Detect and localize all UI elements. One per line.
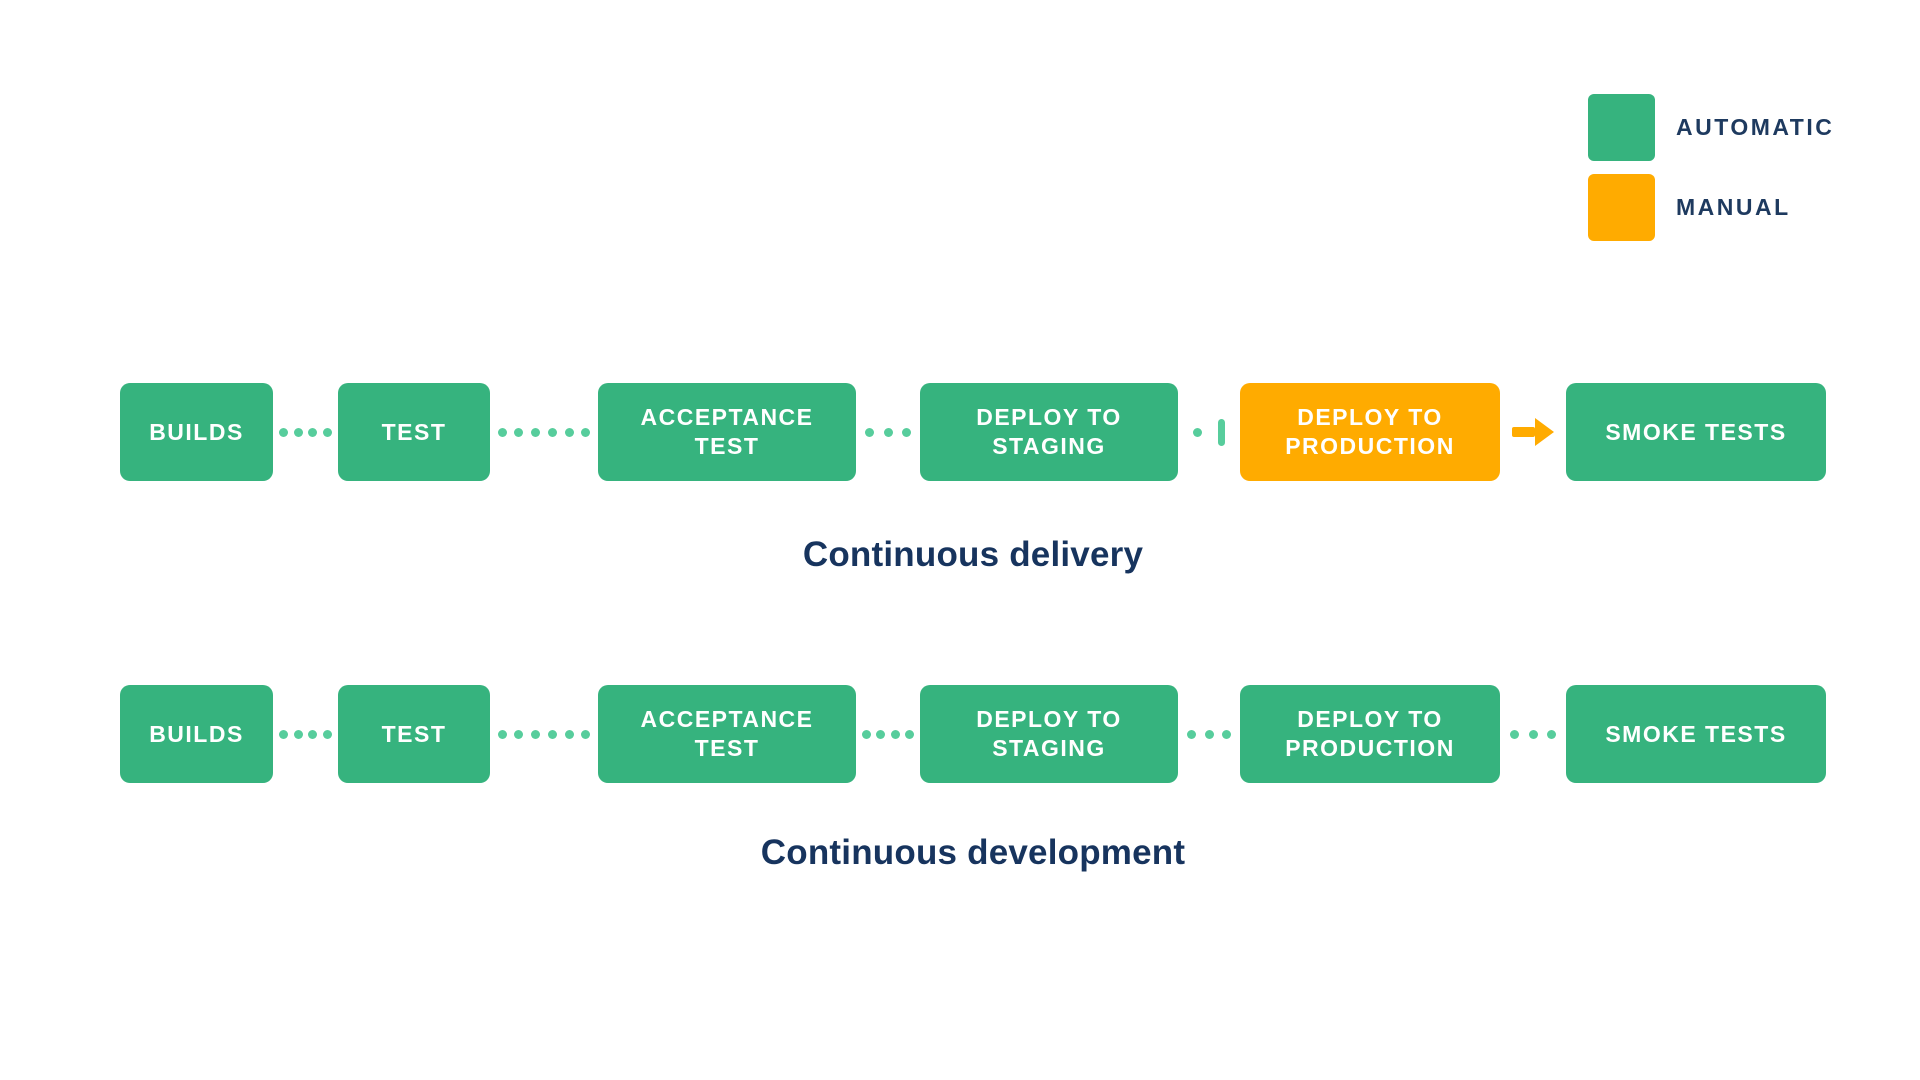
connector-dot <box>1193 427 1203 437</box>
step-deploy-to-production: DEPLOY TO PRODUCTION <box>1240 383 1500 481</box>
connector-dot <box>861 729 871 739</box>
legend-item-manual: MANUAL <box>1588 174 1834 241</box>
dotted-connector <box>490 383 598 481</box>
step-smoke-tests: SMOKE TESTS <box>1566 685 1826 783</box>
connector-dot <box>323 729 333 739</box>
connector-dot <box>1222 729 1232 739</box>
connector-dot <box>581 427 591 437</box>
connector-dot <box>293 729 303 739</box>
connector-dot <box>564 729 574 739</box>
pause-bar-icon <box>1217 418 1225 446</box>
step-deploy-to-production: DEPLOY TO PRODUCTION <box>1240 685 1500 783</box>
connector-dot <box>531 427 541 437</box>
connector-dot <box>865 427 875 437</box>
legend-item-automatic: AUTOMATIC <box>1588 94 1834 161</box>
pipeline-caption-continuous-development: Continuous development <box>760 833 1186 872</box>
legend: AUTOMATIC MANUAL <box>1588 94 1834 254</box>
connector-dot <box>278 427 288 437</box>
step-deploy-to-staging: DEPLOY TO STAGING <box>920 383 1178 481</box>
connector-dot <box>564 427 574 437</box>
connector-dot <box>581 729 591 739</box>
connector-dot <box>531 729 541 739</box>
connector-dot <box>323 427 333 437</box>
step-smoke-tests: SMOKE TESTS <box>1566 383 1826 481</box>
connector-dot <box>890 729 900 739</box>
legend-label-manual: MANUAL <box>1676 194 1791 220</box>
dotted-connector <box>856 685 920 783</box>
step-builds: BUILDS <box>120 685 273 783</box>
dotted-connector <box>273 383 338 481</box>
dotted-connector <box>1500 685 1566 783</box>
legend-label-automatic: AUTOMATIC <box>1676 114 1835 140</box>
connector-dot <box>901 427 911 437</box>
step-acceptance-test: ACCEPTANCE TEST <box>598 685 856 783</box>
step-deploy-to-staging: DEPLOY TO STAGING <box>920 685 1178 783</box>
connector-dot <box>293 427 303 437</box>
dotted-connector <box>1178 685 1240 783</box>
dotted-connector <box>856 383 920 481</box>
connector-dot <box>1204 729 1214 739</box>
connector-dot <box>547 427 557 437</box>
automatic-color-swatch <box>1588 94 1655 161</box>
pipeline-caption-continuous-delivery: Continuous delivery <box>802 535 1144 574</box>
step-acceptance-test: ACCEPTANCE TEST <box>598 383 856 481</box>
manual-color-swatch <box>1588 174 1655 241</box>
connector-dot <box>547 729 557 739</box>
step-test: TEST <box>338 383 490 481</box>
connector-dot <box>1528 729 1538 739</box>
connector-dot <box>876 729 886 739</box>
connector-dot <box>905 729 915 739</box>
connector-dot <box>883 427 893 437</box>
connector-dot <box>497 427 507 437</box>
connector-dot <box>497 729 507 739</box>
connector-dot <box>514 427 524 437</box>
connector-dot <box>514 729 524 739</box>
connector-dot <box>1509 729 1519 739</box>
connector-dot <box>308 427 318 437</box>
dotted-connector <box>490 685 598 783</box>
connector-dot <box>278 729 288 739</box>
step-builds: BUILDS <box>120 383 273 481</box>
dotted-connector <box>273 685 338 783</box>
manual-gate-connector <box>1178 383 1240 481</box>
connector-dot <box>1547 729 1557 739</box>
manual-arrow-connector <box>1500 383 1566 481</box>
connector-dot <box>1186 729 1196 739</box>
step-test: TEST <box>338 685 490 783</box>
right-arrow-icon <box>1512 418 1554 446</box>
connector-dot <box>308 729 318 739</box>
